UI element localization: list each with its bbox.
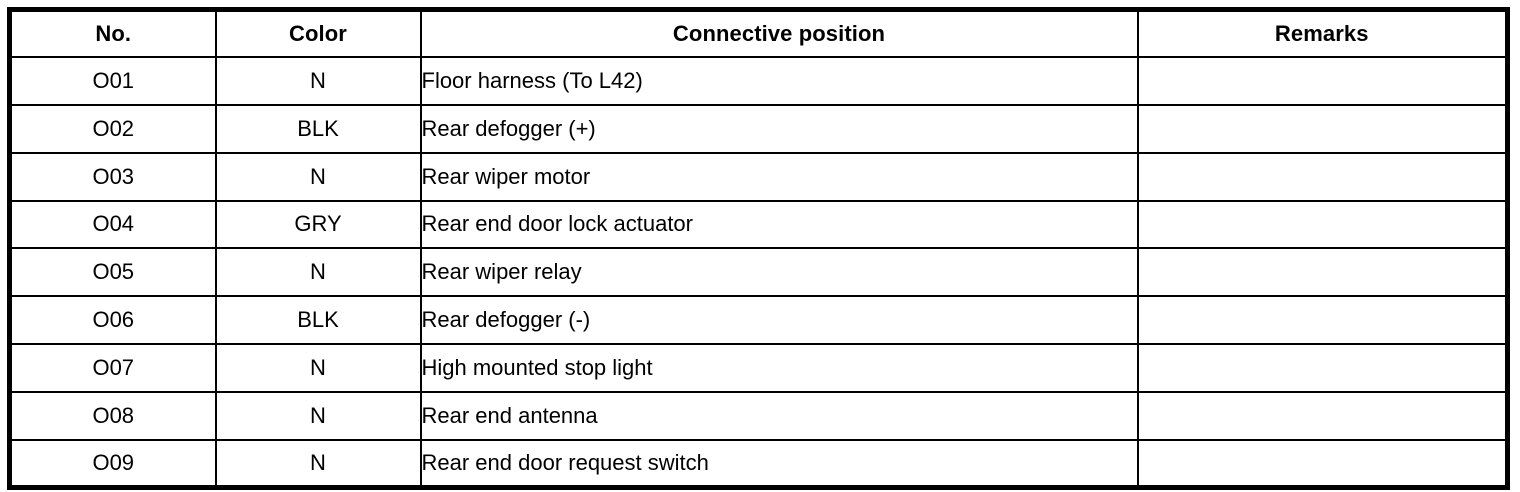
column-header-no: No. [8, 8, 217, 59]
cell-position: Rear end door lock actuator [419, 199, 1139, 250]
cell-no: O07 [8, 343, 217, 393]
cell-position: Rear end door request switch [419, 438, 1139, 489]
cell-remarks [1136, 438, 1509, 489]
cell-no: O06 [8, 295, 217, 346]
cell-position: Rear defogger (-) [419, 295, 1139, 346]
cell-remarks [1136, 343, 1509, 393]
cell-remarks [1136, 247, 1509, 298]
cell-remarks [1136, 56, 1509, 107]
connector-list-table: No. Color Connective position Remarks O0… [7, 7, 1510, 490]
table-row: O05 N Rear wiper relay [8, 247, 1509, 298]
table-row: O06 BLK Rear defogger (-) [8, 295, 1509, 346]
column-header-color: Color [214, 8, 422, 59]
cell-position: Rear end antenna [419, 390, 1139, 441]
cell-color: N [214, 151, 422, 202]
cell-remarks [1136, 295, 1509, 346]
cell-no: O08 [8, 390, 217, 441]
table-row: O08 N Rear end antenna [8, 390, 1509, 441]
cell-no: O04 [8, 199, 217, 250]
cell-no: O01 [8, 56, 217, 107]
cell-position: Rear defogger (+) [419, 104, 1139, 154]
cell-no: O03 [8, 151, 217, 202]
table-row: O03 N Rear wiper motor [8, 151, 1509, 202]
cell-position: High mounted stop light [419, 343, 1139, 393]
column-header-position: Connective position [419, 8, 1139, 59]
cell-color: N [214, 438, 422, 489]
cell-remarks [1136, 199, 1509, 250]
cell-no: O02 [8, 104, 217, 154]
table-body: O01 N Floor harness (To L42) O02 BLK Rea… [8, 56, 1509, 489]
cell-color: GRY [214, 199, 422, 250]
cell-color: BLK [214, 295, 422, 346]
cell-color: N [214, 56, 422, 107]
cell-remarks [1136, 104, 1509, 154]
table-row: O02 BLK Rear defogger (+) [8, 104, 1509, 154]
cell-color: BLK [214, 104, 422, 154]
cell-remarks [1136, 151, 1509, 202]
table-row: O07 N High mounted stop light [8, 343, 1509, 393]
cell-position: Floor harness (To L42) [419, 56, 1139, 107]
cell-position: Rear wiper relay [419, 247, 1139, 298]
cell-no: O05 [8, 247, 217, 298]
cell-color: N [214, 390, 422, 441]
table-row: O01 N Floor harness (To L42) [8, 56, 1509, 107]
cell-color: N [214, 247, 422, 298]
cell-position: Rear wiper motor [419, 151, 1139, 202]
column-header-remarks: Remarks [1136, 8, 1509, 59]
table-row: O09 N Rear end door request switch [8, 438, 1509, 489]
table-header-row: No. Color Connective position Remarks [8, 8, 1509, 59]
table-row: O04 GRY Rear end door lock actuator [8, 199, 1509, 250]
cell-remarks [1136, 390, 1509, 441]
cell-color: N [214, 343, 422, 393]
table-header: No. Color Connective position Remarks [8, 8, 1509, 59]
cell-no: O09 [8, 438, 217, 489]
